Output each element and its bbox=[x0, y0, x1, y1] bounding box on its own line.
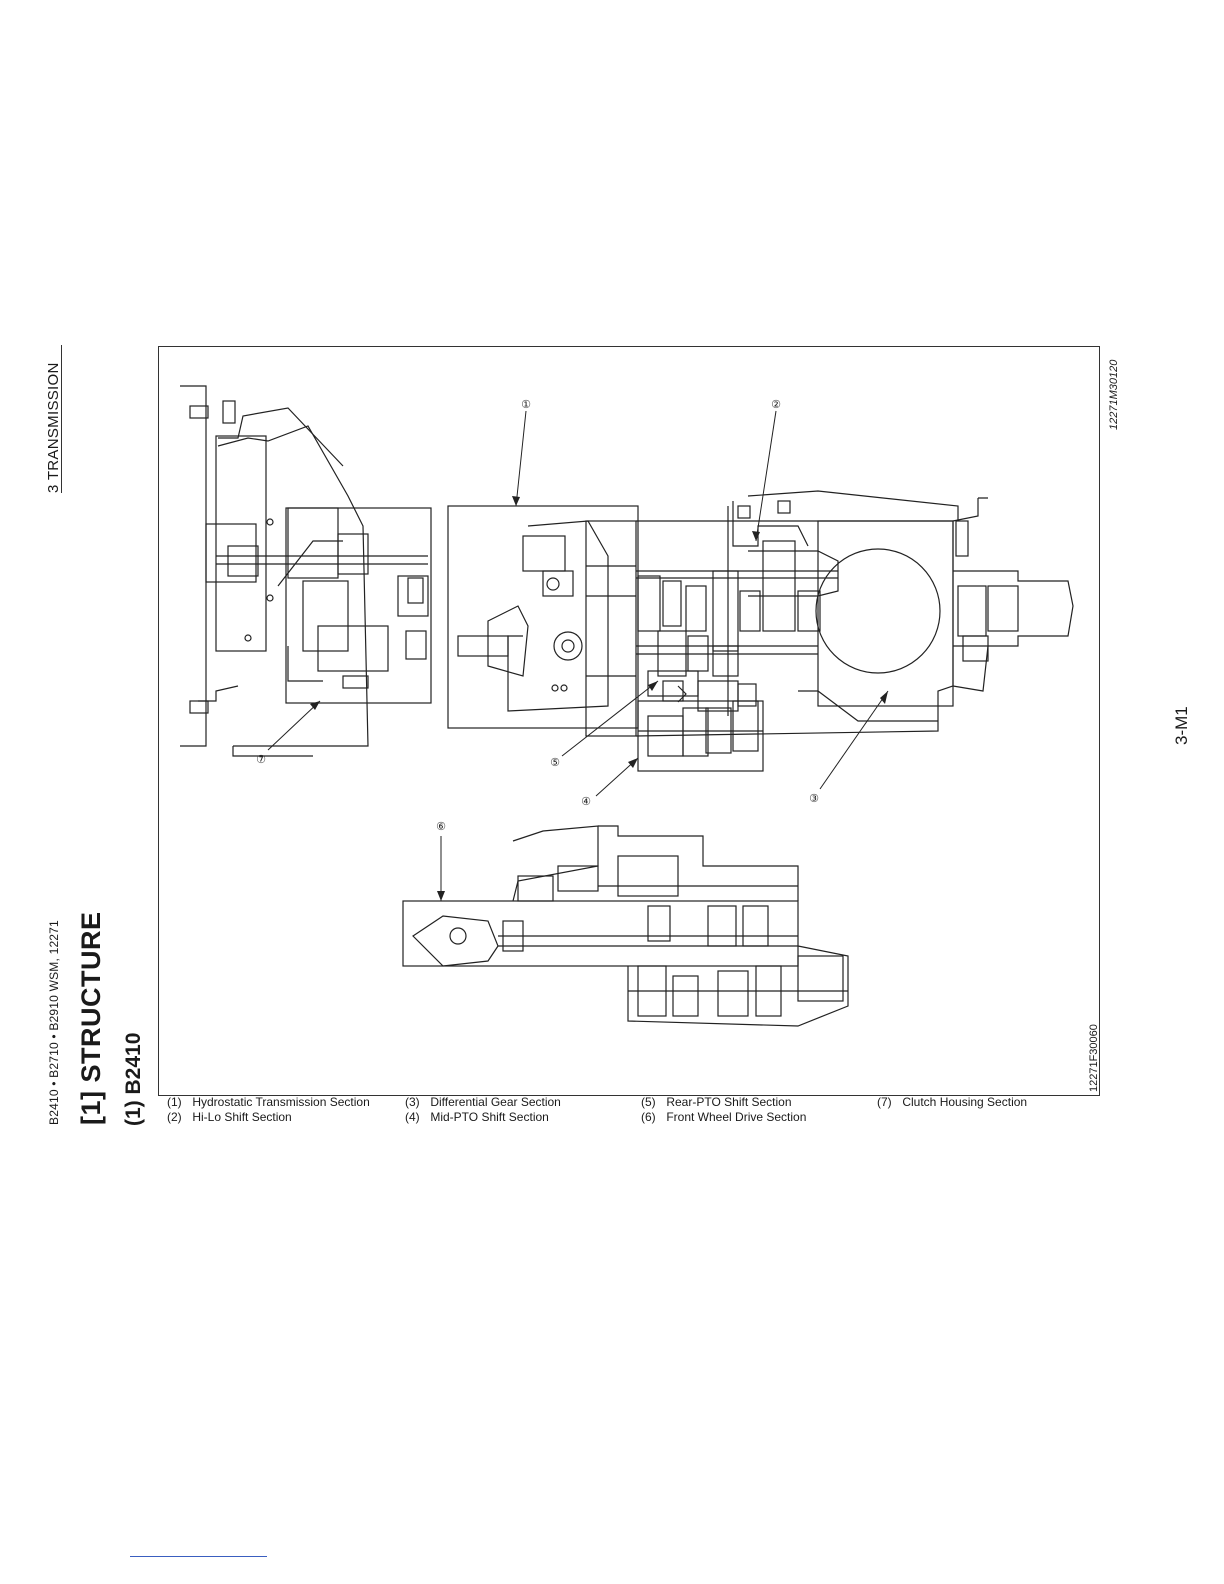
callout-1: ① bbox=[521, 399, 531, 411]
legend-label: Rear-PTO Shift Section bbox=[666, 1095, 792, 1109]
legend-number: (2) bbox=[167, 1110, 182, 1124]
clutch-housing-drawing bbox=[180, 385, 432, 757]
callout-4: ④ bbox=[581, 796, 591, 808]
svg-text:①: ① bbox=[521, 399, 531, 411]
figure-frame bbox=[158, 346, 1100, 1096]
figure-code-bottom: 12271F30060 bbox=[1088, 1024, 1100, 1092]
legend-number: (4) bbox=[405, 1110, 420, 1124]
section-title: [1] STRUCTURE bbox=[76, 911, 106, 1126]
legend-number: (5) bbox=[641, 1095, 656, 1109]
legend-number: (3) bbox=[405, 1095, 420, 1109]
legend-item-4: (4) Mid-PTO Shift Section bbox=[405, 1110, 549, 1124]
page-number: 3-M1 bbox=[1172, 706, 1191, 745]
callout-2: ② bbox=[771, 399, 781, 411]
callout-3: ③ bbox=[809, 793, 819, 805]
legend-number: (1) bbox=[167, 1095, 182, 1109]
header-rule bbox=[61, 345, 62, 493]
chapter-header: 3 TRANSMISSION bbox=[45, 362, 62, 493]
callout-markers: ① ② ③ ④ ⑤ ⑥ ⑦ bbox=[256, 399, 819, 833]
legend-label: Hydrostatic Transmission Section bbox=[192, 1095, 370, 1109]
front-wheel-drive-drawing bbox=[402, 825, 849, 1027]
svg-text:②: ② bbox=[771, 399, 781, 411]
callout-5: ⑤ bbox=[550, 757, 560, 769]
legend-label: Hi-Lo Shift Section bbox=[192, 1110, 292, 1124]
transmission-drawing: ① ② ③ ④ ⑤ ⑥ ⑦ bbox=[180, 385, 1074, 1027]
legend-item-2: (2) Hi-Lo Shift Section bbox=[167, 1110, 292, 1124]
legend-item-1: (1) Hydrostatic Transmission Section bbox=[167, 1095, 370, 1109]
svg-text:④: ④ bbox=[581, 796, 591, 808]
legend-number: (7) bbox=[877, 1095, 892, 1109]
legend-label: Differential Gear Section bbox=[430, 1095, 561, 1109]
subsection-title: (1) B2410 bbox=[122, 1032, 145, 1126]
callout-7: ⑦ bbox=[256, 754, 266, 766]
figure-code-top: 12271M30120 bbox=[1108, 359, 1120, 430]
legend-number: (6) bbox=[641, 1110, 656, 1124]
legend-label: Clutch Housing Section bbox=[902, 1095, 1028, 1109]
pto-section-drawing bbox=[637, 680, 764, 772]
svg-text:⑤: ⑤ bbox=[550, 757, 560, 769]
legend-label: Front Wheel Drive Section bbox=[666, 1110, 807, 1124]
legend-item-5: (5) Rear-PTO Shift Section bbox=[641, 1095, 792, 1109]
svg-text:⑦: ⑦ bbox=[256, 754, 266, 766]
svg-text:⑥: ⑥ bbox=[436, 821, 446, 833]
differential-section-drawing bbox=[798, 497, 1074, 722]
hi-lo-section-drawing bbox=[635, 490, 959, 737]
legend-item-3: (3) Differential Gear Section bbox=[405, 1095, 561, 1109]
leader-lines bbox=[267, 410, 889, 901]
svg-text:③: ③ bbox=[809, 793, 819, 805]
manual-header: B2410 • B2710 • B2910 WSM, 12271 bbox=[47, 920, 61, 1125]
hst-section-drawing bbox=[447, 505, 639, 737]
bottom-rule bbox=[130, 1556, 267, 1557]
legend-label: Mid-PTO Shift Section bbox=[430, 1110, 549, 1124]
callout-6: ⑥ bbox=[436, 821, 446, 833]
legend-item-6: (6) Front Wheel Drive Section bbox=[641, 1110, 806, 1124]
legend-item-7: (7) Clutch Housing Section bbox=[877, 1095, 1027, 1109]
